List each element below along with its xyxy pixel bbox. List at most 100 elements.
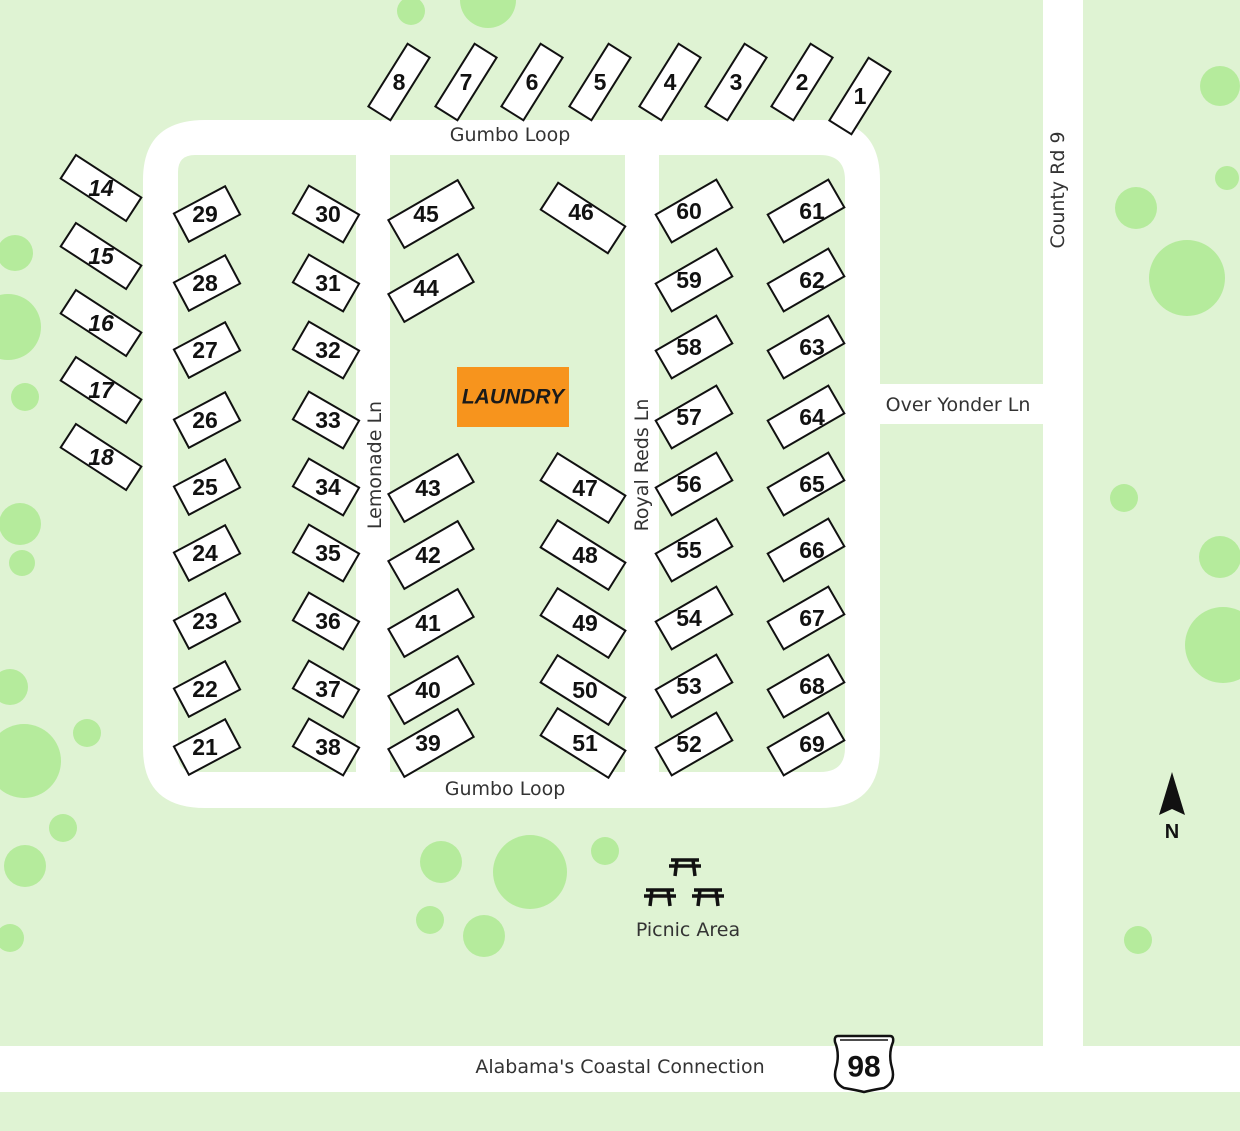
campsite-6[interactable]	[499, 42, 565, 122]
campsite-26[interactable]	[172, 390, 242, 450]
county-rd-9-road[interactable]	[1043, 0, 1083, 1048]
campsite-18[interactable]	[59, 422, 143, 492]
royal-reds-ln-road[interactable]	[625, 150, 659, 780]
campsite-number: 57	[676, 404, 702, 430]
campsite-number: 14	[88, 175, 114, 201]
campsite-14[interactable]	[59, 153, 143, 223]
campsite-36[interactable]	[291, 591, 361, 651]
campsite-3[interactable]	[703, 42, 769, 122]
campsite-34[interactable]	[291, 457, 361, 517]
campsite-5[interactable]	[567, 42, 633, 122]
campsite-29[interactable]	[172, 184, 242, 244]
campsite-53[interactable]	[654, 653, 734, 719]
campsite-16[interactable]	[59, 288, 143, 358]
tree-icon	[460, 0, 516, 28]
campsite-24[interactable]	[172, 523, 242, 583]
campsite-28[interactable]	[172, 253, 242, 313]
campsite-35[interactable]	[291, 523, 361, 583]
campsite-pad	[59, 153, 143, 223]
campsite-56[interactable]	[654, 451, 734, 517]
campsite-31[interactable]	[291, 253, 361, 313]
campsite-number: 2	[796, 69, 809, 95]
campsite-64[interactable]	[766, 384, 846, 450]
tree-icon	[73, 719, 101, 747]
campsite-number: 6	[526, 69, 539, 95]
tree-icon	[0, 669, 28, 705]
campsite-27[interactable]	[172, 320, 242, 380]
over-yonder-ln-road[interactable]	[845, 384, 1055, 424]
campsite-pad	[654, 451, 734, 517]
coastal-connection-road[interactable]	[0, 1046, 1240, 1092]
campsite-23[interactable]	[172, 591, 242, 651]
campsite-pad	[291, 523, 361, 583]
campsite-number: 15	[88, 243, 115, 269]
campsite-pad	[59, 422, 143, 492]
campsite-63[interactable]	[766, 314, 846, 380]
campsite-pad	[172, 253, 242, 313]
campsite-62[interactable]	[766, 247, 846, 313]
campsite-25[interactable]	[172, 457, 242, 517]
campsite-pad	[386, 519, 476, 591]
campsite-41[interactable]	[386, 587, 476, 659]
campsite-pad	[172, 457, 242, 517]
campsite-number: 43	[415, 475, 441, 501]
campsite-number: 53	[676, 673, 702, 699]
lemonade-ln-road[interactable]	[356, 150, 390, 780]
campsite-number: 56	[676, 471, 702, 497]
campsite-38[interactable]	[291, 717, 361, 777]
campsite-47[interactable]	[539, 451, 627, 525]
campsite-number: 31	[315, 270, 341, 296]
campsite-1[interactable]	[827, 56, 893, 136]
campsite-17[interactable]	[59, 355, 143, 425]
campsite-number: 40	[415, 677, 441, 703]
campsite-number: 36	[315, 608, 341, 634]
campsite-65[interactable]	[766, 451, 846, 517]
campsite-pad	[499, 42, 565, 122]
tree-icon	[0, 235, 33, 271]
tree-icon	[0, 294, 41, 360]
tree-icon	[493, 835, 567, 909]
campsite-39[interactable]	[386, 707, 476, 779]
campsite-8[interactable]	[366, 42, 432, 122]
campsite-43[interactable]	[386, 452, 476, 524]
campsite-69[interactable]	[766, 711, 846, 777]
campsite-60[interactable]	[654, 178, 734, 244]
campsite-42[interactable]	[386, 519, 476, 591]
campsite-pad	[172, 591, 242, 651]
campsite-68[interactable]	[766, 653, 846, 719]
campsite-45[interactable]	[386, 178, 476, 250]
campsite-33[interactable]	[291, 390, 361, 450]
campsite-61[interactable]	[766, 178, 846, 244]
campsite-46[interactable]	[539, 181, 627, 255]
campsite-52[interactable]	[654, 711, 734, 777]
campsite-58[interactable]	[654, 314, 734, 380]
campsite-67[interactable]	[766, 585, 846, 651]
campsite-57[interactable]	[654, 384, 734, 450]
campsite-55[interactable]	[654, 517, 734, 583]
campsite-2[interactable]	[769, 42, 835, 122]
campsite-48[interactable]	[539, 518, 627, 592]
campsite-49[interactable]	[539, 586, 627, 660]
picnic-area[interactable]: Picnic Area	[636, 858, 740, 941]
gumbo-loop-top-label: Gumbo Loop	[450, 124, 571, 146]
campsite-pad	[766, 384, 846, 450]
campsite-66[interactable]	[766, 517, 846, 583]
campsite-37[interactable]	[291, 659, 361, 719]
campsite-50[interactable]	[539, 653, 627, 727]
campsite-44[interactable]	[386, 252, 476, 324]
campsite-30[interactable]	[291, 184, 361, 244]
campsite-pad	[291, 659, 361, 719]
campsite-pad	[637, 42, 703, 122]
campsite-40[interactable]	[386, 654, 476, 726]
campsite-59[interactable]	[654, 247, 734, 313]
campsite-51[interactable]	[539, 706, 627, 780]
laundry-building[interactable]: LAUNDRY	[457, 367, 569, 427]
campsite-7[interactable]	[433, 42, 499, 122]
campsite-15[interactable]	[59, 221, 143, 291]
campsite-21[interactable]	[172, 717, 242, 777]
campsite-54[interactable]	[654, 585, 734, 651]
campsite-22[interactable]	[172, 659, 242, 719]
campsite-32[interactable]	[291, 320, 361, 380]
campsite-4[interactable]	[637, 42, 703, 122]
route-98-shield: 98	[833, 1034, 895, 1094]
